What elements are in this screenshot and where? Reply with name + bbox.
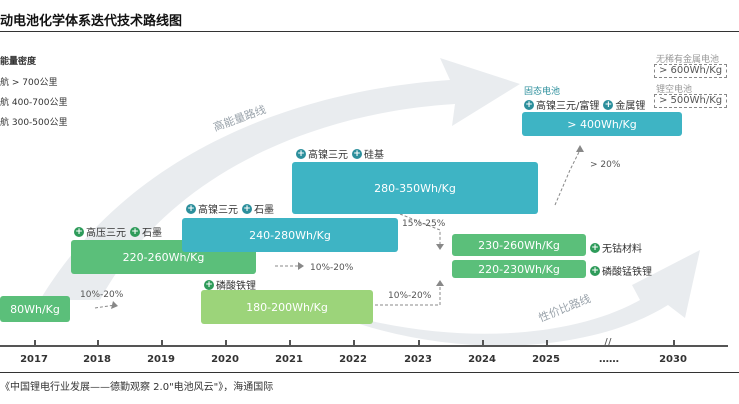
box-2024-b: 220-230Wh/Kg	[452, 260, 586, 278]
tag-2021: +高镍三元 +硅基	[296, 146, 384, 161]
axis-tick	[353, 340, 355, 346]
tag-label: 高压三元	[86, 228, 126, 239]
year-label: ……	[599, 354, 619, 365]
tag-2018: +高压三元 +石墨	[74, 224, 162, 239]
plus-icon: +	[590, 265, 600, 276]
axis-tick	[161, 340, 163, 346]
tag-label: 高镍三元/富锂	[536, 101, 600, 112]
connector-lfp-2024	[375, 285, 441, 306]
plus-icon: +	[74, 226, 84, 237]
tag-2025: +高镍三元/富锂 +金属锂	[524, 97, 645, 112]
title-bar: 动电池化学体系迭代技术路线图	[0, 6, 739, 32]
axis-tick	[289, 340, 291, 346]
pct-2020-2021: 10%-20%	[310, 263, 354, 273]
year-label: 2024	[468, 354, 496, 365]
year-label: 2020	[211, 354, 239, 365]
arrowhead-2	[298, 262, 304, 270]
box-2017: 80Wh/Kg	[0, 296, 70, 322]
legend-title: 能量密度	[0, 57, 37, 67]
legend-item: 航 400-700公里	[0, 98, 68, 108]
page-title: 动电池化学体系迭代技术路线图	[0, 14, 183, 29]
year-label: 2018	[83, 354, 111, 365]
axis-tick	[482, 340, 484, 346]
pct-2017-2018: 10%-20%	[80, 290, 124, 300]
axis-tick	[225, 340, 227, 346]
tag-label: 石墨	[254, 205, 274, 216]
box-2024-a: 230-260Wh/Kg	[452, 234, 586, 256]
tag-2024-b: +磷酸锰铁锂	[590, 263, 652, 278]
tag-label: 硅基	[364, 150, 384, 161]
tag-label: 高镍三元	[198, 205, 238, 216]
axis-tick	[546, 340, 548, 346]
year-label: 2025	[532, 354, 560, 365]
axis-tick	[34, 340, 36, 346]
tag-label: 磷酸锰铁锂	[602, 267, 652, 278]
future-label-1: 无稀有金属电池	[656, 55, 720, 65]
plus-icon: +	[603, 99, 614, 110]
box-2020-lfp: 180-200Wh/Kg	[201, 290, 373, 324]
box-2020-teal: 240-280Wh/Kg	[182, 218, 398, 252]
upper-arrow-shape	[40, 58, 520, 300]
arrowhead-5	[576, 145, 584, 152]
plus-icon: +	[590, 242, 600, 253]
future-value-2: > 500Wh/Kg	[654, 94, 728, 108]
arrowhead-3	[436, 244, 444, 250]
axis-tick	[673, 340, 675, 346]
connector-2017-2018	[94, 304, 116, 309]
future-value-1: > 600Wh/Kg	[654, 64, 728, 78]
plus-icon: +	[130, 226, 140, 237]
year-label: 2022	[339, 354, 367, 365]
tag-2020-lfp: +磷酸铁锂	[204, 277, 256, 292]
axis-tick	[97, 340, 99, 346]
box-2025: > 400Wh/Kg	[522, 112, 682, 136]
pct-2024-2025: > 20%	[590, 160, 621, 170]
box-2021: 280-350Wh/Kg	[292, 162, 538, 214]
pct-lfp-2024: 10%-20%	[388, 291, 432, 301]
future-label-2: 锂空电池	[656, 85, 693, 95]
timeline-axis	[0, 345, 728, 347]
tag-2020: +高镍三元 +石墨	[186, 201, 274, 216]
arrowhead-1	[111, 301, 118, 309]
year-label: 2030	[659, 354, 687, 365]
solid-state-label: 固态电池	[524, 87, 561, 97]
tag-label: 无钴材料	[602, 244, 642, 255]
arrowhead-4	[436, 280, 444, 286]
year-label: 2023	[404, 354, 432, 365]
year-label: 2021	[275, 354, 303, 365]
plus-icon: +	[524, 99, 534, 110]
legend-item: 航 > 700公里	[0, 78, 58, 88]
legend: 能量密度 航 > 700公里 航 400-700公里 航 300-500公里	[0, 54, 67, 135]
year-label: 2017	[20, 354, 48, 365]
tag-label: 石墨	[142, 228, 162, 239]
connector-2024-2025	[554, 149, 581, 206]
plus-icon: +	[296, 148, 306, 159]
footer-divider	[0, 372, 739, 373]
axis-tick	[418, 340, 420, 346]
tag-label: 磷酸铁锂	[216, 281, 256, 292]
source-note: 《中国锂电行业发展——德勤观察 2.0"电池风云"》，海通国际	[0, 382, 274, 393]
plus-icon: +	[186, 203, 196, 214]
year-label: 2019	[147, 354, 175, 365]
tag-label: 金属锂	[615, 101, 646, 112]
legend-item: 航 300-500公里	[0, 118, 68, 128]
tag-label: 高镍三元	[308, 150, 348, 161]
lower-arrow-shape	[300, 250, 700, 346]
plus-icon: +	[352, 148, 362, 159]
plus-icon: +	[242, 203, 252, 214]
plus-icon: +	[204, 279, 214, 290]
pct-2021-2024: 15%-25%	[402, 219, 446, 229]
axis-break-icon: //	[604, 336, 612, 349]
tag-2024-a: +无钴材料	[590, 240, 642, 255]
